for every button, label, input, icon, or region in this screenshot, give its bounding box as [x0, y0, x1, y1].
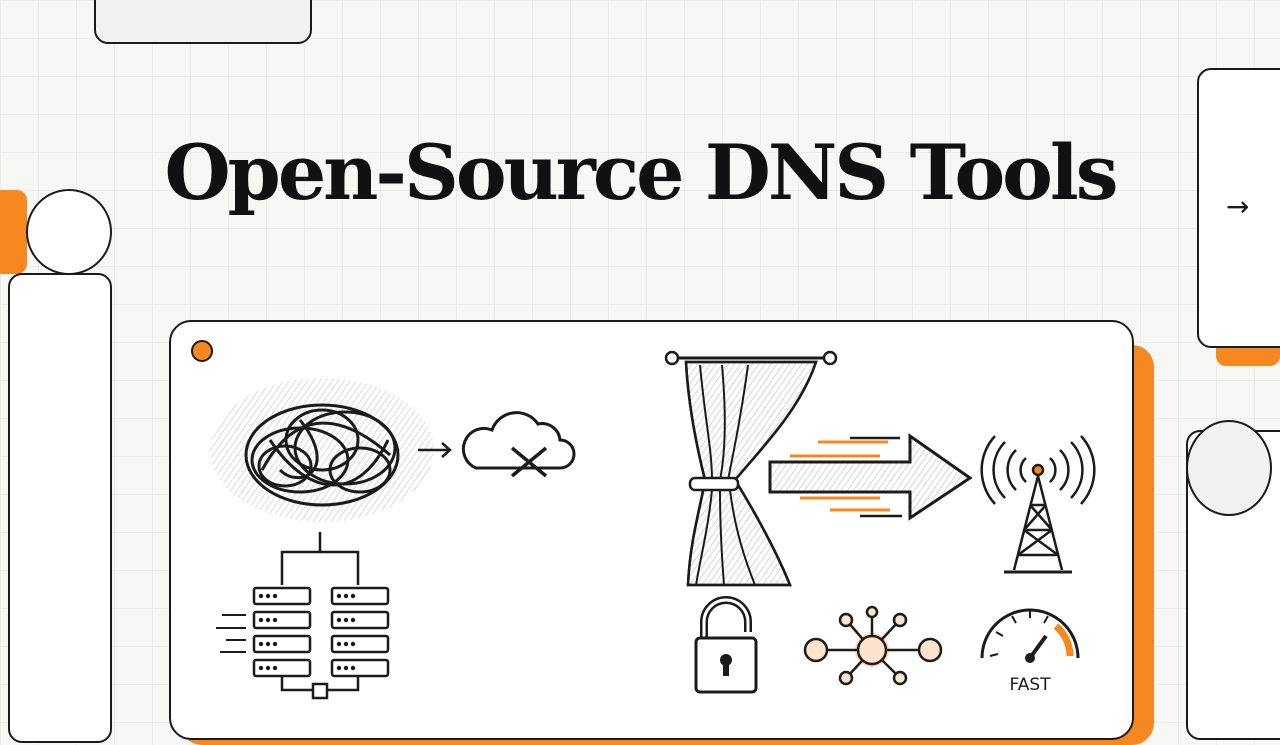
curtain-icon [664, 350, 838, 587]
slide-title: Open-Source DNS Tools [164, 128, 1118, 217]
unlocked-padlock-icon [694, 596, 758, 694]
accent-bar-left [0, 190, 27, 274]
speedometer-label: FAST [1009, 675, 1051, 695]
speedometer-icon: FAST [980, 608, 1080, 695]
cloud-x-icon [461, 411, 576, 478]
network-hub-icon [803, 605, 943, 686]
radio-tower-icon [980, 435, 1096, 574]
server-rack-icon [216, 532, 390, 700]
card-dot-icon [191, 340, 213, 362]
arrow-icon [768, 433, 973, 521]
next-slide-arrow-icon[interactable]: → [1226, 190, 1250, 223]
circle-decoration-left [26, 189, 112, 275]
circle-decoration-right [1186, 420, 1272, 516]
tangled-knot-icon [210, 378, 434, 522]
small-arrow-icon [418, 442, 452, 458]
adjacent-slide-thumbnail-right[interactable] [1197, 68, 1280, 348]
illustrations: FAST [210, 350, 1096, 700]
adjacent-slide-thumbnail-top [94, 0, 312, 44]
